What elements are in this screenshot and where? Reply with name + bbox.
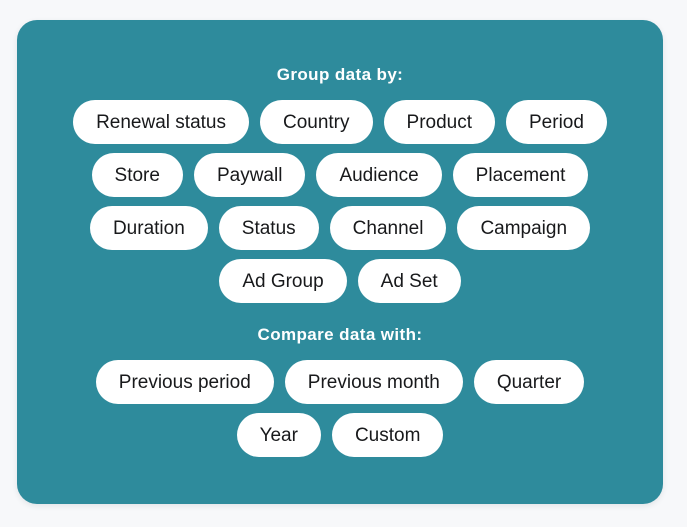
pill-country[interactable]: Country — [259, 100, 373, 144]
pill-period[interactable]: Period — [506, 100, 607, 144]
pill-store[interactable]: Store — [91, 153, 183, 197]
pill-paywall[interactable]: Paywall — [193, 153, 306, 197]
group-by-title: Group data by: — [276, 65, 404, 84]
pill-placement[interactable]: Placement — [452, 153, 589, 197]
pill-previous-period[interactable]: Previous period — [95, 360, 274, 404]
pill-ad-group[interactable]: Ad Group — [219, 259, 347, 303]
pill-duration[interactable]: Duration — [89, 206, 208, 250]
pill-year[interactable]: Year — [236, 413, 321, 457]
pill-custom[interactable]: Custom — [331, 413, 444, 457]
pill-product[interactable]: Product — [383, 100, 495, 144]
pill-previous-month[interactable]: Previous month — [284, 360, 463, 404]
pill-channel[interactable]: Channel — [329, 206, 447, 250]
pill-quarter[interactable]: Quarter — [473, 360, 585, 404]
pill-campaign[interactable]: Campaign — [457, 206, 591, 250]
compare-with-title: Compare data with: — [257, 325, 423, 344]
pill-ad-set[interactable]: Ad Set — [357, 259, 461, 303]
pill-status[interactable]: Status — [218, 206, 319, 250]
pill-audience[interactable]: Audience — [316, 153, 442, 197]
pill-renewal-status[interactable]: Renewal status — [73, 100, 249, 144]
